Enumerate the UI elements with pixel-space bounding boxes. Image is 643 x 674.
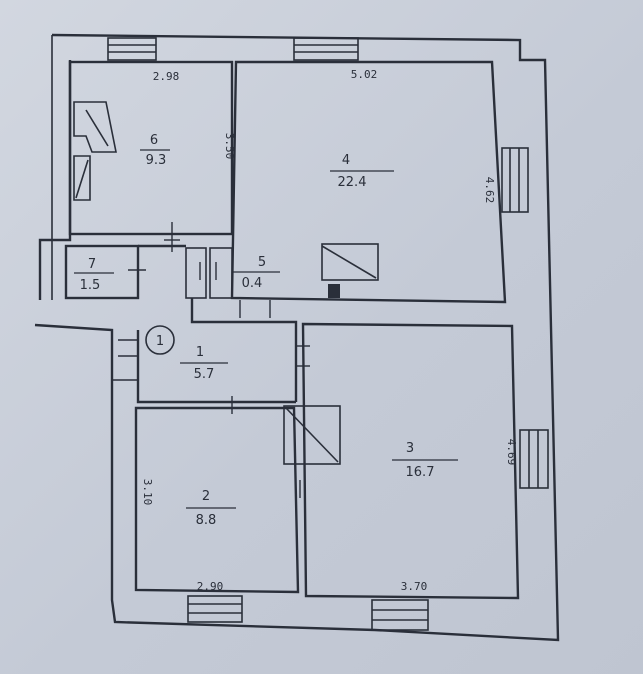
room-2-number: 2	[202, 489, 210, 504]
dim-room6-height: 3.50	[223, 133, 236, 160]
room-4-number: 4	[342, 153, 350, 168]
room-3-area: 16.7	[406, 465, 435, 480]
dim-room4-width: 5.02	[351, 68, 378, 81]
room-3-number: 3	[406, 441, 414, 456]
dim-room6-width: 2.98	[153, 70, 180, 83]
fixtures	[73, 101, 379, 465]
dim-room2-width: 2.90	[197, 580, 224, 593]
entrance-marker: 1	[145, 325, 175, 355]
room-2-area: 8.8	[196, 513, 217, 528]
windows	[107, 37, 549, 631]
dim-room4-height: 4.62	[483, 177, 496, 204]
room-5-area: 0.4	[242, 276, 263, 291]
room-walls	[64, 60, 520, 600]
room-6-number: 6	[150, 133, 158, 148]
room-4-area: 22.4	[338, 175, 367, 190]
room-7-area: 1.5	[80, 278, 101, 293]
room-7-number: 7	[88, 257, 96, 272]
dim-room2-height: 3.10	[141, 479, 154, 506]
door-marks	[128, 222, 310, 498]
room-6-area: 9.3	[146, 153, 167, 168]
entrance-label: 1	[156, 334, 164, 349]
dim-room3-height: 4.69	[505, 439, 518, 466]
dim-room3-width: 3.70	[401, 580, 428, 593]
room-labels: 6 9.3 4 22.4 7 1.5 5 0.4 1 5.7 3 16.7	[74, 133, 458, 528]
room-1-area: 5.7	[194, 367, 215, 382]
dimension-labels: 2.98 3.50 5.02 4.62 4.69 3.70 3.10 2.90	[141, 68, 518, 593]
room-5-number: 5	[258, 255, 266, 270]
room-1-number: 1	[196, 345, 204, 360]
